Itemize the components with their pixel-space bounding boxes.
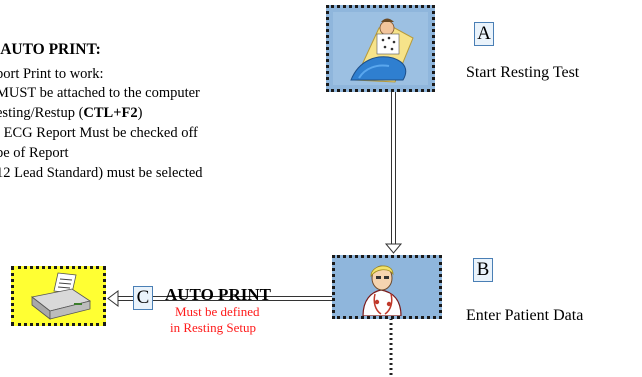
notes-line-2: MUST be attached to the computer — [0, 85, 200, 101]
step-a-label: Start Resting Test — [466, 64, 580, 81]
auto-print-title: AUTO PRINT — [165, 285, 271, 304]
notes-line-5: be of Report — [0, 145, 69, 161]
step-a-image — [326, 5, 435, 92]
step-a-letter: A — [474, 22, 494, 46]
auto-print-subtitle-1: Must be defined — [175, 304, 260, 319]
arrowhead-to-b — [384, 243, 403, 254]
notes-line-3: esting/Restup (CTL+F2) — [0, 104, 142, 122]
step-c-letter: C — [133, 286, 153, 310]
patient-lying-on-bed-icon — [333, 12, 428, 85]
patient-with-electrodes-icon — [335, 258, 439, 317]
notes-line-6: 12 Lead Standard) must be selected — [0, 165, 203, 181]
arrowhead-to-printer — [107, 290, 119, 307]
notes-title: R AUTO PRINT: — [0, 41, 101, 58]
notes-line-3-shortcut: CTL+F2 — [83, 105, 138, 121]
step-b-label: Enter Patient Data — [466, 307, 584, 324]
notes-line-3-suffix: ) — [137, 105, 143, 121]
auto-print-subtitle-2: in Resting Setup — [170, 320, 256, 335]
notes-line-4: t ECG Report Must be checked off — [0, 125, 198, 141]
notes-line-3-prefix: esting/Restup ( — [0, 105, 84, 121]
printer-icon — [14, 269, 103, 323]
step-b-letter: B — [473, 258, 493, 282]
printer-image — [11, 266, 106, 326]
step-b-image — [332, 255, 442, 319]
notes-line-1: port Print to work: — [0, 66, 104, 82]
